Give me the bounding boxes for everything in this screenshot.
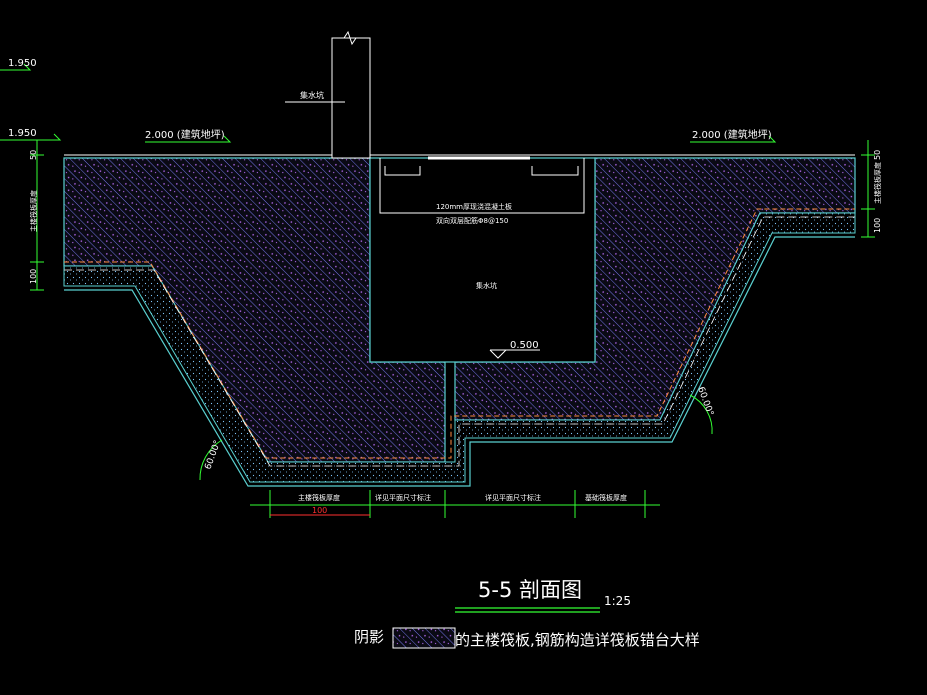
elev-right-finish: 2.000 (建筑地坪) <box>692 128 772 141</box>
bottom-dim-seg4: 基础筏板厚度 <box>585 493 627 502</box>
legend-suffix: 的主楼筏板,钢筋构造详筏板错台大样 <box>455 631 700 649</box>
left-dim-100: 100 <box>29 269 38 284</box>
sump-pit <box>369 157 596 363</box>
wall <box>331 37 371 159</box>
elev-left-finish: 2.000 (建筑地坪) <box>145 128 225 141</box>
elev-mark-mid-left <box>0 133 62 141</box>
rebar-line-2 <box>64 216 855 467</box>
pit-center-label: 集水坑 <box>476 281 497 290</box>
pit-cover-support <box>384 166 421 176</box>
drawing-scale: 1:25 <box>604 594 631 608</box>
elev-mark-finish-left <box>145 135 232 143</box>
bottom-dim-seg1: 主楼筏板厚度 <box>298 493 340 502</box>
elev-left-mid: 1.950 <box>8 128 37 139</box>
elev-pit-bottom: 0.500 <box>510 340 539 351</box>
angle-arc-right <box>689 394 713 435</box>
angle-arc-left <box>199 439 223 481</box>
elev-left-top: 1.950 <box>8 58 37 69</box>
slab-note-line1: 120mm厚现浇混凝土板 <box>436 202 512 211</box>
legend-prefix: 阴影 <box>354 628 384 646</box>
right-dim-100: 100 <box>873 218 882 233</box>
elev-mark-top-left <box>0 63 32 71</box>
left-dim-main: 主楼筏板厚度 <box>29 190 38 232</box>
pit-cover-support-right <box>531 166 579 176</box>
drawing-title: 5-5 剖面图 <box>478 578 582 602</box>
right-dim-main: 主楼筏板厚度 <box>873 162 882 204</box>
cushion-layer-left <box>63 212 856 483</box>
elev-mark-pit <box>489 349 540 359</box>
outer-outline <box>64 236 855 487</box>
legend-hatch-swatch <box>392 627 456 649</box>
right-dim-50: 50 <box>873 150 882 160</box>
bottom-dim-seg3: 详见平面尺寸标注 <box>485 493 541 502</box>
bottom-dim-seg2: 详见平面尺寸标注 <box>375 493 431 502</box>
angle-right: 60.00° <box>695 386 715 418</box>
red-dim-100: 100 <box>312 506 327 515</box>
slab-note-line2: 双向双层配筋Φ8@150 <box>436 216 508 225</box>
wall-label: 集水坑 <box>300 90 324 100</box>
rebar-line <box>64 208 855 459</box>
left-dim-50: 50 <box>29 150 38 160</box>
wall-break-mark <box>332 30 370 46</box>
elev-mark-finish-right <box>690 135 777 143</box>
